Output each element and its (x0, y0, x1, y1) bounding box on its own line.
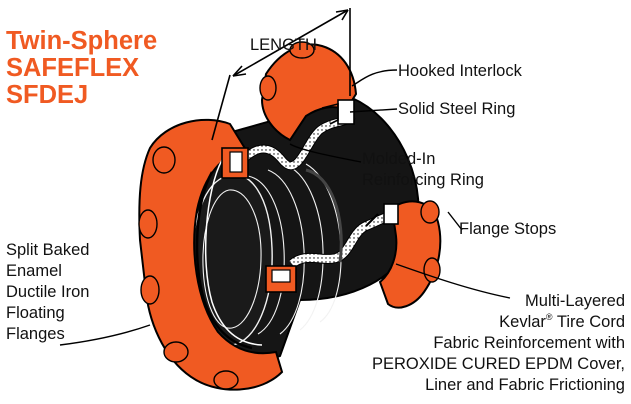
leader-hooked-interlock (352, 70, 397, 86)
fabric-line-4: PEROXIDE CURED EPDM Cover, (372, 354, 625, 375)
flanges-line-4: Floating (6, 303, 89, 324)
registered-mark: ® (546, 312, 553, 322)
kevlar-text: Kevlar (499, 313, 546, 331)
product-title: Twin-Sphere SAFEFLEX SFDEJ (6, 28, 157, 109)
fabric-line-2: Kevlar® Tire Cord (372, 312, 625, 333)
flanges-line-2: Enamel (6, 261, 89, 282)
callout-flange-stops: Flange Stops (459, 219, 556, 240)
title-line-1: Twin-Sphere (6, 28, 157, 55)
fabric-line-5: Liner and Fabric Frictioning (372, 375, 625, 396)
title-line-3: SFDEJ (6, 82, 157, 109)
molded-in-line-2: Reinforcing Ring (362, 170, 484, 191)
callout-hooked-interlock: Hooked Interlock (398, 61, 522, 82)
length-label: LENGTH (250, 35, 317, 56)
molded-in-line-1: Molded-In (362, 149, 484, 170)
title-line-2: SAFEFLEX (6, 55, 157, 82)
flanges-line-1: Split Baked (6, 240, 89, 261)
fabric-line-3: Fabric Reinforcement with (372, 333, 625, 354)
callout-fabric-reinforcement: Multi-Layered Kevlar® Tire Cord Fabric R… (372, 291, 625, 396)
flanges-line-3: Ductile Iron (6, 282, 89, 303)
callout-solid-steel-ring: Solid Steel Ring (398, 99, 515, 120)
callout-floating-flanges: Split Baked Enamel Ductile Iron Floating… (6, 240, 89, 345)
flanges-line-5: Flanges (6, 324, 89, 345)
tire-cord-text: Tire Cord (553, 313, 625, 331)
callout-molded-in-ring: Molded-In Reinforcing Ring (362, 149, 484, 191)
fabric-line-1: Multi-Layered (372, 291, 625, 312)
